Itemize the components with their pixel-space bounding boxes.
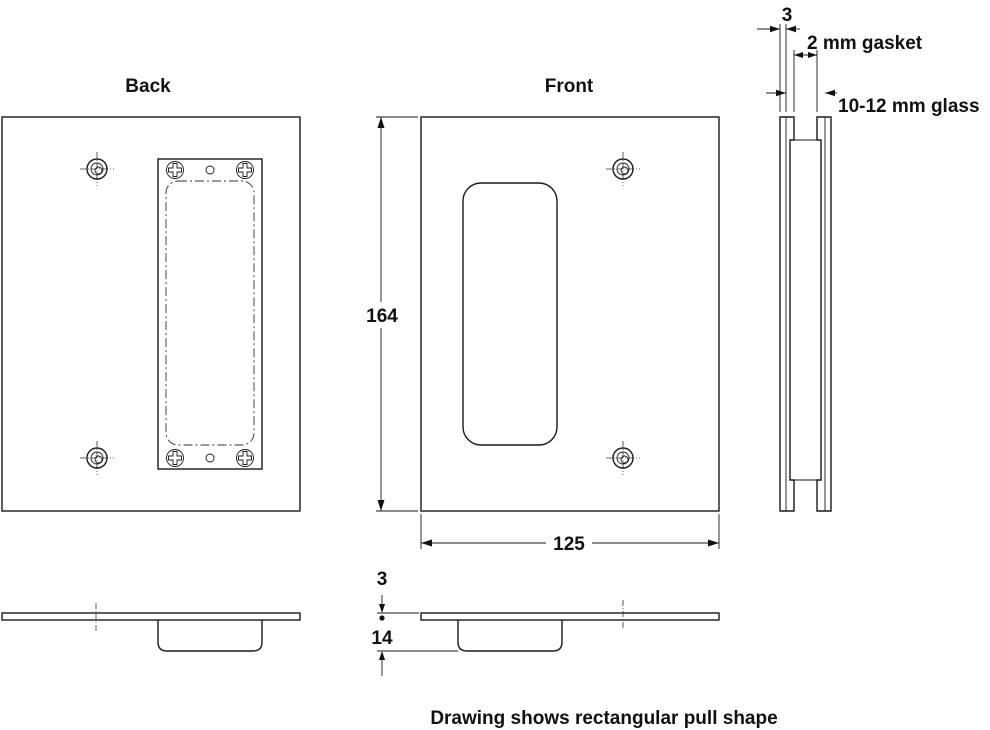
screw-icon (166, 449, 184, 467)
mount-hole-icon (79, 440, 115, 476)
small-hole-icon (205, 453, 215, 463)
gasket-label: 2 mm gasket (807, 33, 923, 54)
screw-icon (236, 449, 254, 467)
thickness-value: 3 (377, 569, 388, 590)
height-dimension: 164 (362, 116, 418, 512)
front-pull-recess (462, 182, 558, 446)
front-view-label: Front (545, 76, 594, 97)
height-dimension-value: 164 (366, 306, 398, 327)
mount-hole-icon (605, 440, 641, 476)
back-plate (1, 116, 301, 512)
pull-depth-value: 14 (371, 628, 393, 649)
screw-icon (166, 161, 184, 179)
screw-icon (236, 161, 254, 179)
back-pull-outline-hidden (165, 180, 255, 446)
side-thickness-dimension: 3 (757, 5, 800, 112)
back-view: Back (1, 76, 301, 512)
back-mounting-frame (157, 158, 263, 470)
front-plate (420, 116, 720, 512)
profile-dimensions: 3 14 (371, 569, 458, 676)
glass-label: 10-12 mm glass (838, 96, 980, 117)
left-rail (779, 116, 795, 512)
front-profile-view: 3 14 (371, 569, 720, 676)
right-rail (816, 116, 832, 512)
glass-dimension: 10-12 mm glass (766, 89, 980, 117)
front-view: Front 164 125 (362, 76, 720, 555)
mount-hole-icon (79, 151, 115, 187)
side-thickness-value: 3 (782, 5, 793, 26)
drawing-caption: Drawing shows rectangular pull shape (430, 708, 777, 729)
small-hole-icon (205, 165, 215, 175)
side-section-view: 3 2 mm gasket 10-12 mm glass (757, 5, 980, 512)
width-dimension-value: 125 (553, 534, 585, 555)
back-profile-view (1, 603, 301, 652)
gasket-dimension: 2 mm gasket (793, 33, 923, 112)
width-dimension: 125 (420, 514, 720, 555)
back-view-label: Back (125, 76, 171, 97)
mount-hole-icon (605, 151, 641, 187)
